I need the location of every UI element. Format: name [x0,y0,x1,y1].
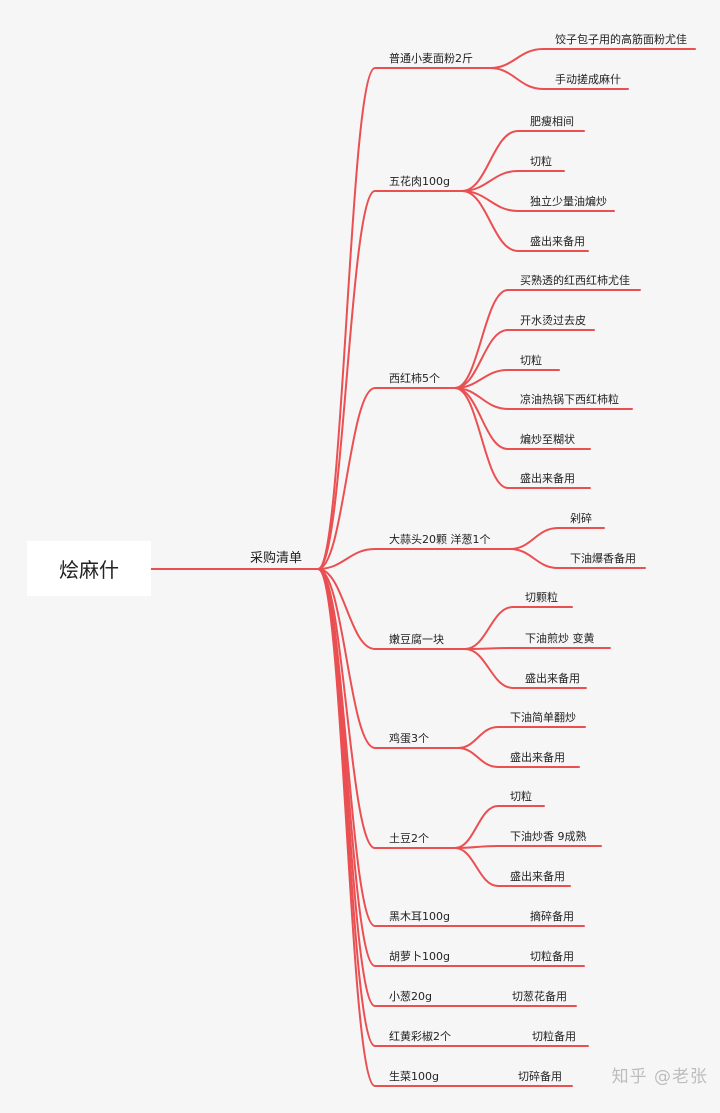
step-label[interactable]: 盛出来备用 [530,234,585,248]
watermark: 知乎 @老张 [611,1067,708,1087]
step-label[interactable]: 下油爆香备用 [570,551,636,565]
branch-connector [317,568,511,1087]
step-connector [489,67,629,90]
branch-connector [317,568,459,749]
branch-connector [317,548,511,570]
step-connector [509,527,605,550]
step-label[interactable]: 独立少量油煸炒 [530,194,607,208]
branch-label[interactable]: 胡萝卜100g [389,949,450,963]
step-label[interactable]: 煸炒至糊状 [520,432,575,446]
step-label[interactable]: 摘碎备用 [530,909,574,923]
step-label[interactable]: 切粒 [520,353,542,367]
step-connector [454,387,633,410]
step-connector [464,648,587,689]
step-label[interactable]: 切粒 [510,789,532,803]
step-label[interactable]: 切颗粒 [525,590,558,604]
step-label[interactable]: 下油炒香 9成熟 [510,829,587,843]
branch-connector [317,568,456,849]
branch-connector [317,387,456,570]
step-connector [489,48,696,69]
root-node-label: 烩麻什 [59,558,119,582]
step-connector [454,369,560,389]
hub-node-label[interactable]: 采购清单 [250,550,302,566]
step-label[interactable]: 剁碎 [570,511,592,525]
step-label[interactable]: 盛出来备用 [520,471,575,485]
step-label[interactable]: 盛出来备用 [510,869,565,883]
step-connector [454,289,641,389]
step-connector [461,130,585,192]
branch-label[interactable]: 五花肉100g [389,175,450,188]
step-connector [457,726,586,749]
root-node[interactable]: 烩麻什 [27,541,151,596]
step-connector [509,548,646,569]
step-label[interactable]: 凉油热锅下西红柿粒 [520,392,619,406]
step-label[interactable]: 下油煎炒 变黄 [525,631,595,645]
branch-label[interactable]: 西红柿5个 [389,371,440,385]
step-label[interactable]: 开水烫过去皮 [520,314,586,327]
step-label[interactable]: 下油简单翻炒 [510,710,576,724]
branch-label[interactable]: 小葱20g [389,990,432,1003]
step-label[interactable]: 盛出来备用 [525,671,580,685]
step-label[interactable]: 饺子包子用的高筋面粉尤佳 [555,32,687,46]
step-connector [461,170,565,192]
branch-label[interactable]: 红黄彩椒2个 [389,1029,451,1043]
branch-connector [317,67,491,570]
step-connector [461,190,615,212]
branch-connector [317,568,466,650]
step-connector [461,190,589,252]
step-connector [457,747,580,768]
step-connector [454,387,591,489]
branch-label[interactable]: 鸡蛋3个 [389,731,429,745]
step-label[interactable]: 手动搓成麻什 [555,72,621,86]
step-connector [464,606,573,650]
step-label[interactable]: 切粒备用 [530,949,574,963]
branch-label[interactable]: 大蒜头20颗 洋葱1个 [389,532,491,546]
branch-label[interactable]: 生菜100g [389,1069,439,1083]
step-connector [454,805,545,849]
step-label[interactable]: 盛出来备用 [510,750,565,764]
step-connector [464,647,611,650]
branch-label[interactable]: 黑木耳100g [389,910,450,923]
step-label[interactable]: 切粒 [530,154,552,168]
step-connector [454,847,571,887]
branch-label[interactable]: 土豆2个 [389,832,429,845]
branch-label[interactable]: 嫩豆腐一块 [389,632,444,646]
step-label[interactable]: 买熟透的红西红柿尤佳 [520,273,630,287]
branch-connector [317,190,463,570]
step-label[interactable]: 切碎备用 [518,1069,562,1083]
branch-label[interactable]: 普通小麦面粉2斤 [389,51,473,65]
step-label[interactable]: 切粒备用 [532,1029,576,1043]
step-connector [454,329,595,389]
step-label[interactable]: 肥瘦相间 [530,114,574,128]
step-label[interactable]: 切葱花备用 [512,989,567,1003]
step-connector [454,845,602,849]
